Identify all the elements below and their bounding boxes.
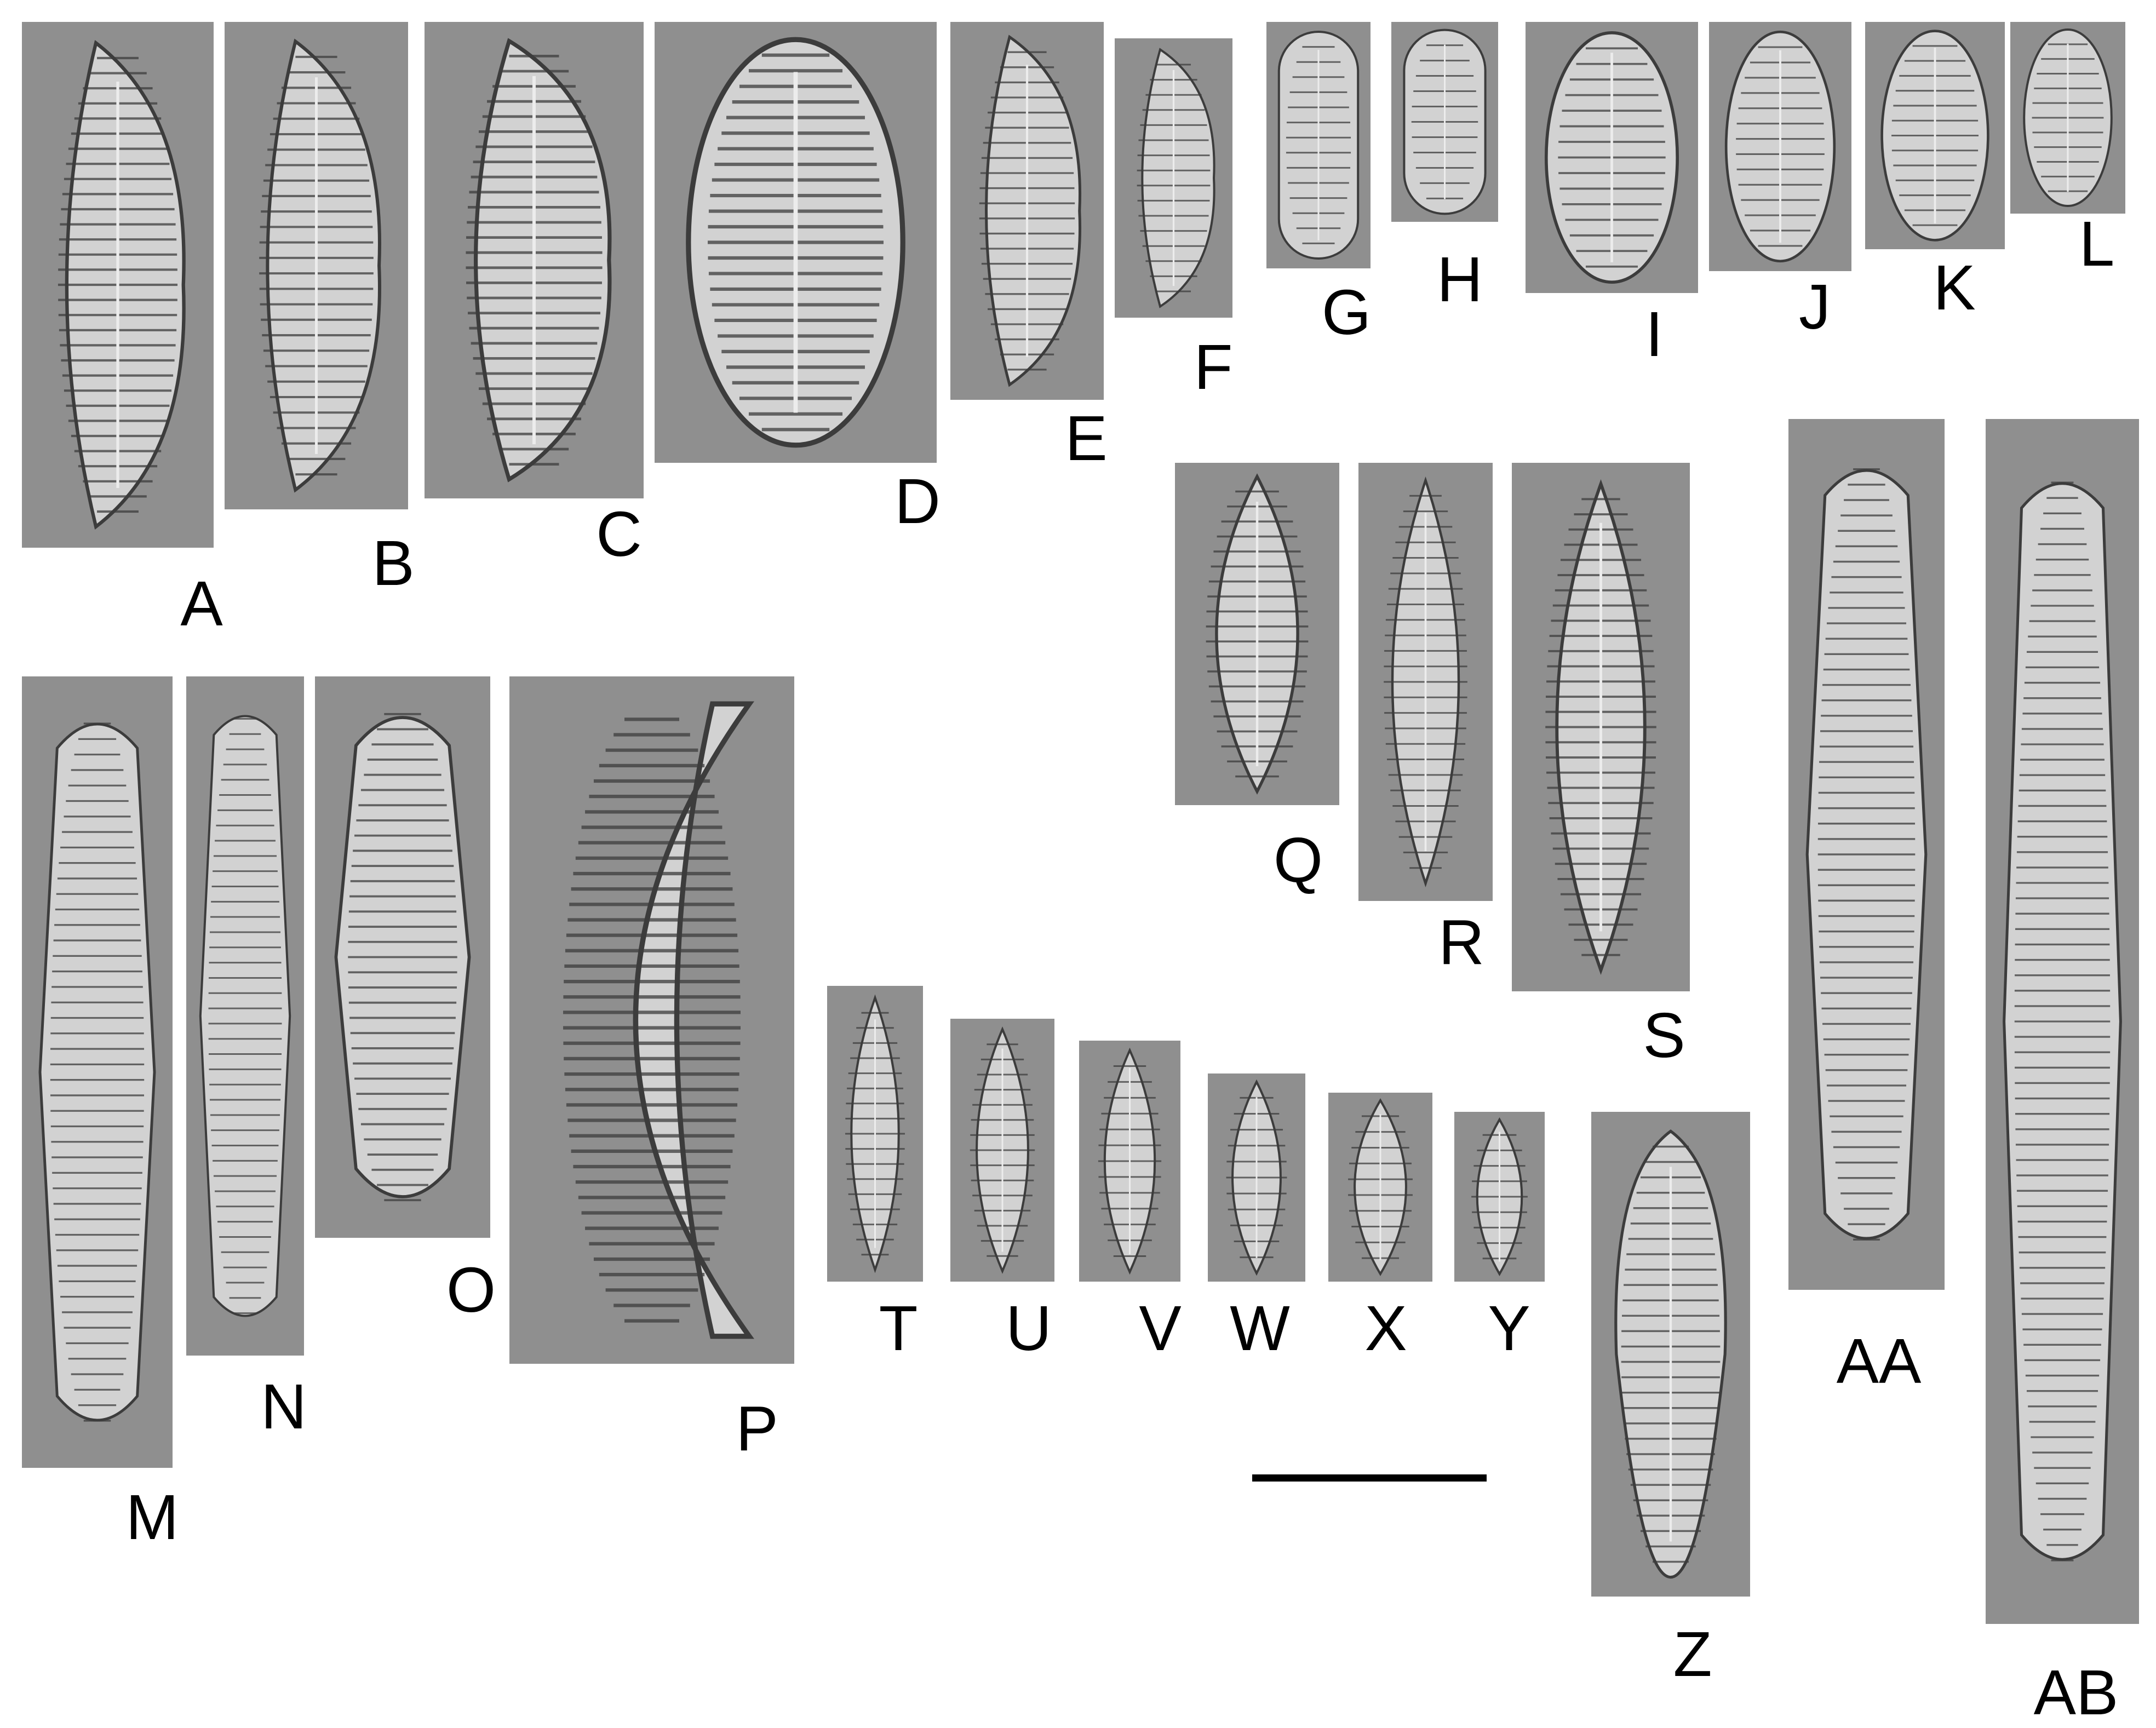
- panel-ab-striae: [2014, 481, 2111, 1561]
- panel-h: [1391, 22, 1498, 222]
- panel-g: [1266, 22, 1371, 268]
- panel-aa-striae: [1817, 468, 1916, 1241]
- panel-f-frustule: [1141, 48, 1215, 308]
- panel-c: [425, 22, 644, 498]
- panel-label-ab: AB: [2034, 1657, 2119, 1728]
- panel-label-i: I: [1645, 298, 1663, 370]
- panel-label-k: K: [1933, 252, 1975, 323]
- panel-label-c: C: [596, 498, 642, 570]
- panel-q: [1175, 463, 1339, 805]
- panel-y: [1454, 1112, 1545, 1282]
- panel-x: [1328, 1093, 1432, 1282]
- panel-m: [22, 676, 173, 1468]
- panel-n: [186, 676, 304, 1356]
- panel-m-frustule: [38, 722, 156, 1422]
- panel-label-s: S: [1643, 1000, 1685, 1071]
- panel-d: [655, 22, 937, 463]
- panel-f: [1115, 38, 1232, 318]
- panel-a: [22, 22, 214, 548]
- panel-label-e: E: [1065, 403, 1107, 474]
- panel-label-u: U: [1006, 1293, 1052, 1364]
- panel-s: [1512, 463, 1690, 991]
- panel-label-w: W: [1230, 1293, 1290, 1364]
- panel-aa: [1788, 419, 1945, 1290]
- panel-o: [315, 676, 490, 1238]
- panel-label-n: N: [261, 1371, 307, 1442]
- panel-z: [1591, 1112, 1750, 1597]
- panel-label-q: Q: [1274, 824, 1323, 895]
- panel-o-striae: [348, 713, 457, 1202]
- panel-label-p: P: [736, 1393, 778, 1464]
- panel-label-o: O: [446, 1254, 496, 1325]
- panel-label-v: V: [1139, 1293, 1181, 1364]
- panel-n-frustule: [199, 715, 291, 1317]
- panel-label-h: H: [1437, 244, 1483, 315]
- panel-n-striae: [208, 717, 282, 1314]
- panel-label-a: A: [180, 568, 223, 639]
- panel-label-f: F: [1194, 331, 1233, 403]
- panel-v: [1079, 1041, 1180, 1282]
- panel-k: [1865, 22, 2005, 249]
- panel-label-m: M: [126, 1482, 179, 1553]
- panel-ab: [1986, 419, 2139, 1624]
- panel-t: [827, 986, 923, 1282]
- panel-label-t: T: [879, 1293, 918, 1364]
- panel-label-j: J: [1799, 271, 1831, 342]
- panel-j: [1709, 22, 1851, 271]
- panel-label-g: G: [1322, 277, 1371, 348]
- panel-u: [950, 1019, 1054, 1282]
- micrograph-panels: [22, 22, 2139, 1624]
- panel-i: [1526, 22, 1698, 293]
- panel-w: [1208, 1073, 1305, 1282]
- panel-label-x: X: [1364, 1293, 1407, 1364]
- panel-b-frustule: [266, 38, 381, 493]
- panel-label-aa: AA: [1837, 1325, 1922, 1397]
- panel-p-striae: [563, 717, 741, 1323]
- panel-label-z: Z: [1673, 1618, 1712, 1690]
- panel-b: [225, 22, 408, 509]
- panel-label-r: R: [1438, 906, 1484, 978]
- panel-label-y: Y: [1488, 1293, 1530, 1364]
- panel-l: [2010, 22, 2125, 214]
- panel-p: [509, 676, 794, 1364]
- panel-label-b: B: [372, 527, 414, 599]
- panel-e: [950, 22, 1104, 400]
- panel-r: [1358, 463, 1493, 901]
- panel-label-d: D: [894, 466, 941, 537]
- panel-m-striae: [50, 722, 145, 1422]
- panel-p-frustule: [633, 701, 754, 1339]
- panel-label-l: L: [2079, 208, 2115, 279]
- scale-bar: [1252, 1474, 1487, 1482]
